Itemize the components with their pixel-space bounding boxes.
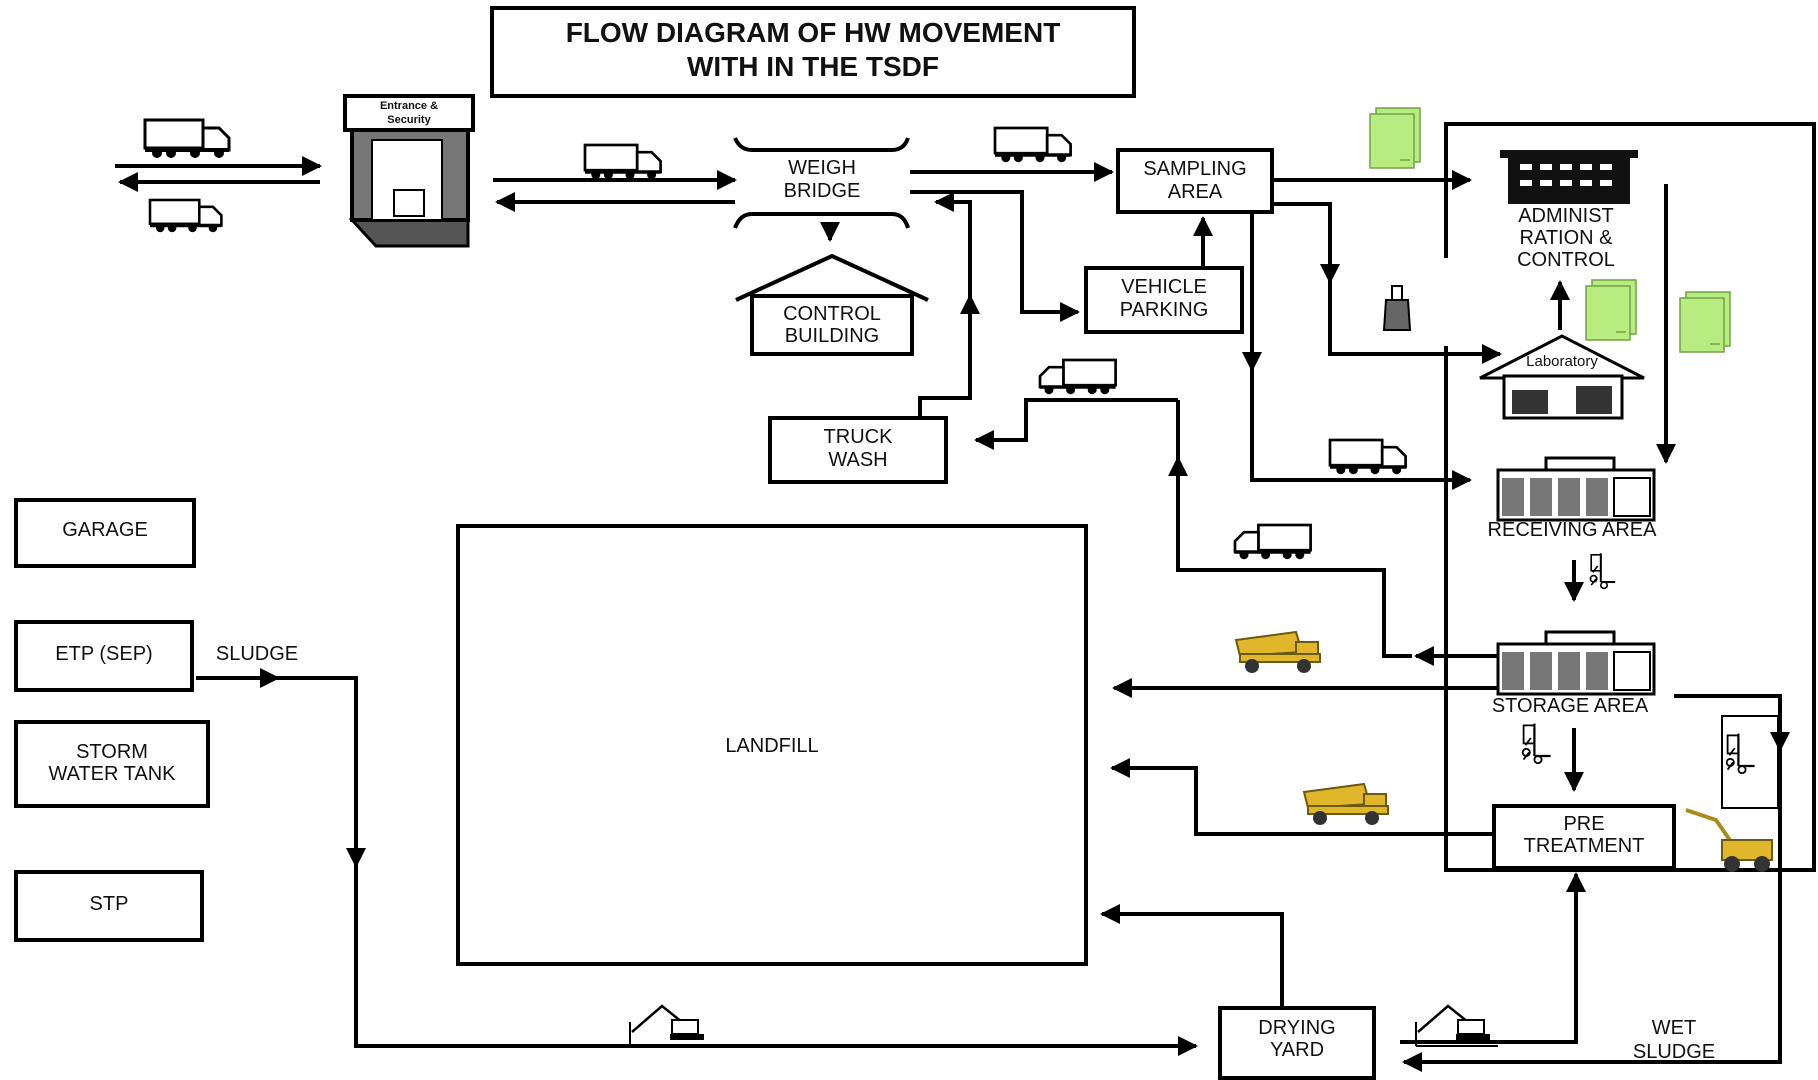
document-icon — [1679, 291, 1731, 353]
etp-label: ETP (SEP) — [55, 643, 152, 665]
garage-label: GARAGE — [62, 519, 148, 541]
weigh-bridge-label-1: WEIGH — [788, 157, 856, 179]
entrance-label-1: Entrance & — [380, 100, 438, 112]
forklift-icon — [1725, 732, 1756, 775]
storm-water-label-1: STORM — [76, 741, 148, 763]
drying-yard-label-2: YARD — [1270, 1039, 1324, 1061]
storage-area-label: STORAGE AREA — [1492, 695, 1649, 717]
pretreatment-label-1: PRE — [1563, 813, 1604, 835]
storage-to-washline — [1176, 400, 1412, 658]
weigh-bridge-node: WEIGH BRIDGE — [733, 137, 910, 229]
storm-water-label-2: WATER TANK — [48, 763, 176, 785]
garage-node: GARAGE — [14, 498, 196, 568]
landfill-label: LANDFILL — [725, 735, 818, 757]
document-icon — [1369, 107, 1421, 169]
laboratory-label: Laboratory — [1526, 353, 1598, 370]
pretreatment-node: PRE TREATMENT — [1492, 804, 1676, 870]
dump-truck-icon — [1235, 631, 1321, 674]
vehicle-parking-label-1: VEHICLE — [1121, 276, 1207, 298]
receiving-area-label: RECEIVING AREA — [1488, 519, 1658, 541]
forklift-icon — [1521, 722, 1552, 765]
weigh-bridge-label-2: BRIDGE — [784, 180, 861, 202]
to-lab-arrow — [1272, 202, 1502, 364]
drying-yard-node: DRYING YARD — [1218, 1006, 1376, 1080]
truck-icon — [993, 126, 1073, 164]
forklift-icon — [1589, 552, 1617, 590]
to-receiving-arrow — [1250, 212, 1472, 490]
to-truckwash-arrow — [974, 398, 1178, 450]
truck-icon — [1038, 358, 1118, 397]
wet-sludge-label-2: SLUDGE — [1633, 1041, 1715, 1063]
document-icon — [1585, 279, 1637, 341]
wash-link — [918, 396, 970, 420]
control-building-label-1: CONTROL — [783, 303, 881, 325]
control-building-node: CONTROL BUILDING — [735, 253, 929, 356]
drying-yard-label-1: DRYING — [1258, 1017, 1335, 1039]
forklift-bay — [1721, 715, 1779, 809]
washback-line — [940, 200, 972, 400]
drying-to-landfill-arrow — [1100, 904, 1284, 1008]
excavator-icon — [628, 1004, 714, 1048]
pretreatment-label-2: TREATMENT — [1524, 835, 1645, 857]
storage-area-node: STORAGE AREA — [1492, 630, 1656, 717]
to-parking-arrow — [910, 190, 1080, 322]
pretreatment-to-landfill-arrow — [1110, 758, 1494, 836]
sampling-label-2: AREA — [1168, 181, 1223, 203]
truck-wash-node: TRUCK WASH — [768, 416, 948, 484]
laboratory-node: Laboratory — [1479, 334, 1645, 420]
landfill-node: LANDFILL — [456, 524, 1088, 966]
sampling-area-node: SAMPLING AREA — [1116, 148, 1274, 214]
dump-truck-icon — [1303, 783, 1389, 826]
admin-label-2: RATION & — [1520, 227, 1614, 249]
receiving-area-node: RECEIVING AREA — [1488, 456, 1658, 541]
admin-label-1: ADMINIST — [1518, 205, 1614, 227]
stp-label: STP — [90, 893, 129, 915]
excavator-icon — [1685, 808, 1773, 872]
treatment-zone-boundary — [1444, 122, 1816, 872]
truck-icon — [583, 143, 663, 181]
sludge-label: SLUDGE — [216, 643, 298, 665]
sampling-bottle-icon — [1382, 285, 1412, 331]
administration-node: ADMINIST RATION & CONTROL — [1500, 150, 1638, 271]
drying-to-pretreatment-arrow — [1400, 872, 1586, 1044]
outgoing-truck-icon — [148, 198, 224, 235]
title-box: FLOW DIAGRAM OF HW MOVEMENT WITH IN THE … — [490, 6, 1136, 98]
entrance-security-node: Entrance & Security — [343, 94, 475, 248]
wet-sludge-line — [1402, 694, 1782, 1072]
sampling-label-1: SAMPLING — [1143, 158, 1246, 180]
stp-node: STP — [14, 870, 204, 942]
admin-label-3: CONTROL — [1517, 249, 1615, 271]
etp-node: ETP (SEP) — [14, 620, 194, 692]
incoming-truck-icon — [143, 118, 231, 160]
wet-sludge-label-1: WET — [1652, 1017, 1696, 1039]
truck-wash-label-2: WASH — [828, 449, 887, 471]
truck-wash-label-1: TRUCK — [824, 426, 894, 448]
vehicle-parking-node: VEHICLE PARKING — [1084, 266, 1244, 334]
title-line-1: FLOW DIAGRAM OF HW MOVEMENT — [566, 17, 1061, 48]
storm-water-tank-node: STORM WATER TANK — [14, 720, 210, 808]
entrance-label-2: Security — [387, 114, 431, 126]
title-line-2: WITH IN THE TSDF — [687, 51, 939, 82]
vehicle-parking-label-2: PARKING — [1120, 299, 1209, 321]
control-building-label-2: BUILDING — [785, 325, 879, 347]
truck-icon — [1328, 438, 1408, 477]
truck-icon — [1233, 523, 1313, 562]
